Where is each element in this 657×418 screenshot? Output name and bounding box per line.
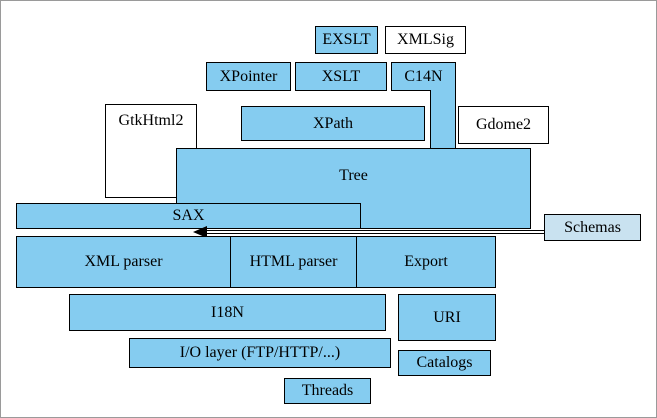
c14n-tree-connector (430, 90, 456, 149)
node-schemas: Schemas (544, 214, 641, 241)
schemas-to-sax-arrow-line (206, 230, 544, 234)
node-xml-parser-label: XML parser (84, 253, 163, 270)
node-xslt: XSLT (295, 62, 387, 91)
schemas-to-sax-arrow-head (193, 226, 207, 238)
node-sax-label: SAX (172, 207, 205, 224)
node-c14n: C14N (391, 62, 456, 91)
node-export-label: Export (404, 253, 448, 270)
node-tree-label: Tree (339, 167, 368, 184)
node-exslt-label: EXSLT (322, 31, 371, 48)
node-io-layer: I/O layer (FTP/HTTP/...) (129, 338, 391, 368)
node-io-layer-label: I/O layer (FTP/HTTP/...) (179, 344, 341, 361)
node-xpath: XPath (241, 106, 425, 141)
node-exslt: EXSLT (315, 26, 378, 54)
node-gdome2: Gdome2 (458, 106, 549, 144)
node-schemas-label: Schemas (564, 218, 621, 236)
node-html-parser-label: HTML parser (249, 253, 338, 270)
node-gtkhtml2-label: GtkHtml2 (118, 112, 184, 129)
node-xslt-label: XSLT (321, 67, 361, 85)
node-i18n: I18N (69, 294, 386, 331)
node-export: Export (356, 236, 496, 288)
node-c14n-label: C14N (404, 67, 443, 85)
node-xpointer: XPointer (206, 62, 291, 91)
node-xmlsig-label: XMLSig (397, 31, 454, 48)
node-uri: URI (398, 294, 496, 341)
node-gdome2-label: Gdome2 (475, 116, 532, 133)
node-uri-label: URI (433, 308, 461, 326)
node-html-parser: HTML parser (230, 236, 357, 288)
node-xmlsig: XMLSig (385, 26, 466, 54)
node-catalogs-label: Catalogs (416, 354, 473, 371)
node-xpath-label: XPath (313, 114, 353, 132)
node-i18n-label: I18N (211, 303, 244, 321)
node-threads: Threads (284, 378, 371, 404)
node-xpointer-label: XPointer (219, 67, 278, 85)
node-threads-label: Threads (301, 382, 354, 399)
node-catalogs: Catalogs (398, 350, 491, 376)
node-sax: SAX (16, 203, 361, 229)
node-xml-parser: XML parser (16, 236, 231, 288)
